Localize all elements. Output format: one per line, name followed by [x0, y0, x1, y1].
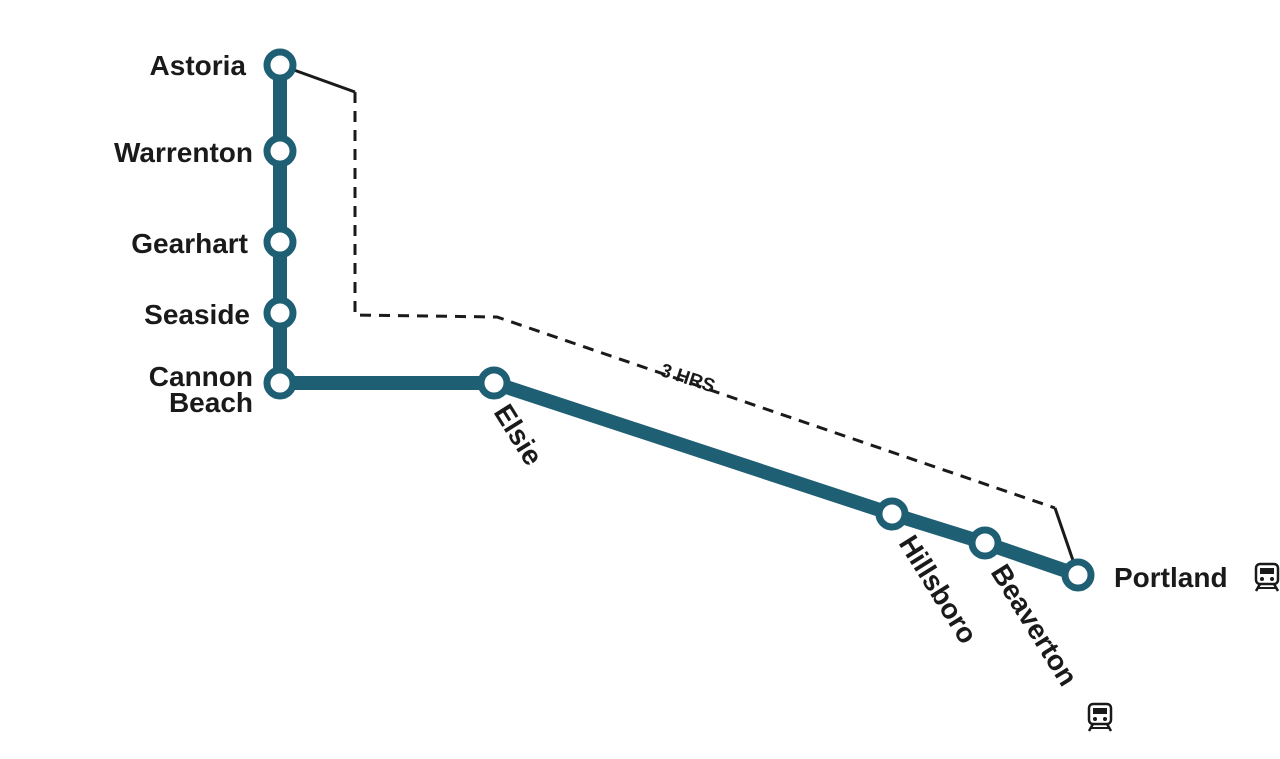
station-label: Gearhart	[131, 228, 248, 259]
station-gearhart[interactable]: Gearhart	[131, 225, 297, 259]
station-marker	[263, 48, 297, 82]
station-marker	[875, 497, 909, 531]
route-line	[273, 58, 1085, 582]
station-seaside[interactable]: Seaside	[144, 296, 297, 330]
station-portland[interactable]: Portland	[1061, 558, 1280, 593]
connector-duration-label: 3 HRS	[658, 360, 718, 397]
station-astoria[interactable]: Astoria	[150, 48, 297, 82]
station-label-line1: Cannon	[149, 361, 253, 392]
station-label: Astoria	[150, 50, 247, 81]
station-cannon-beach[interactable]: Cannon Beach	[149, 361, 297, 418]
station-marker	[263, 296, 297, 330]
station-marker	[263, 366, 297, 400]
train-icon	[1087, 702, 1113, 732]
station-marker	[1061, 558, 1095, 592]
connector-dashed-path	[353, 92, 1056, 510]
station-marker	[263, 225, 297, 259]
station-label: Warrenton	[114, 137, 253, 168]
station-label: Portland	[1114, 562, 1228, 593]
station-label-line2: Beach	[169, 387, 253, 418]
train-icon	[1254, 562, 1280, 592]
station-marker	[968, 526, 1002, 560]
station-label: Elsie	[488, 399, 549, 471]
station-marker	[263, 134, 297, 168]
station-marker	[477, 366, 511, 400]
station-label: Seaside	[144, 299, 250, 330]
station-warrenton[interactable]: Warrenton	[114, 134, 297, 168]
express-connector: 3 HRS	[279, 63, 1080, 576]
